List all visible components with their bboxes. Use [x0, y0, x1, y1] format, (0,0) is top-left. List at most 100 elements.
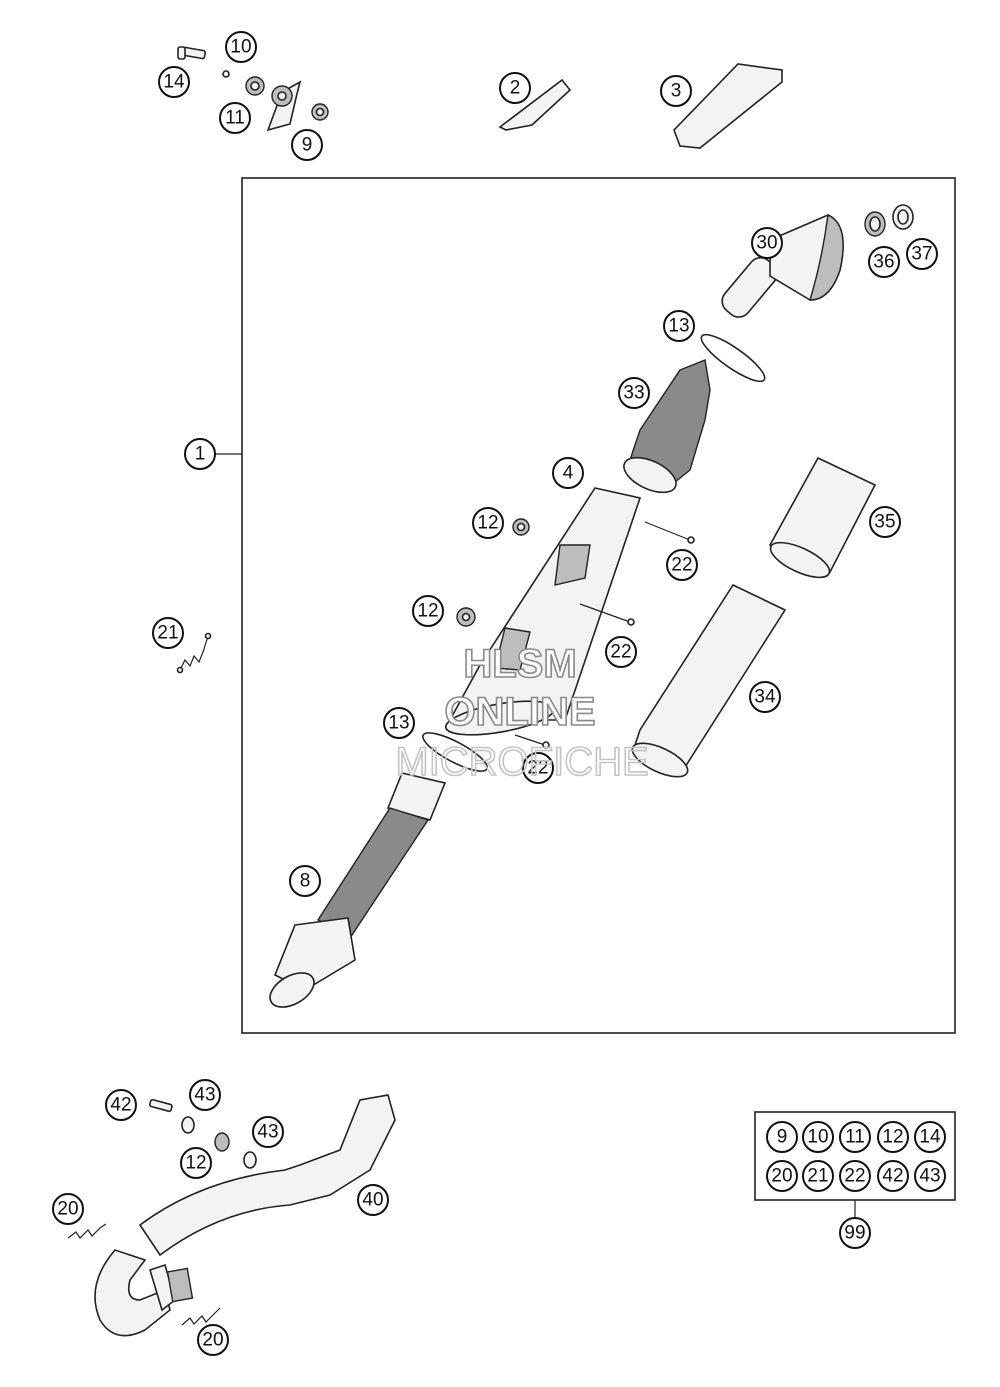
svg-text:35: 35 — [874, 512, 895, 533]
watermark: HLSM ONLINE MICROFICHE — [395, 641, 650, 785]
kit-item-43: 43 — [914, 1160, 946, 1192]
kit-item-10: 10 — [802, 1121, 834, 1153]
svg-text:43: 43 — [919, 1166, 940, 1187]
callout-11: 11 — [219, 102, 251, 134]
callout-12-upper: 12 — [472, 507, 504, 539]
svg-text:10: 10 — [807, 1127, 828, 1148]
gasket-upper — [700, 333, 766, 383]
callout-22-middle: 22 — [605, 636, 637, 668]
callout-9: 9 — [291, 129, 323, 161]
heat-shield-small — [498, 78, 572, 131]
svg-text:37: 37 — [911, 244, 932, 265]
screw-middle — [579, 603, 631, 623]
gasket-lower — [422, 732, 488, 772]
callout-20-lower: 20 — [197, 1324, 229, 1356]
svg-text:14: 14 — [163, 72, 185, 93]
callout-35: 35 — [869, 506, 901, 538]
perforated-insert-upper — [623, 359, 711, 494]
callout-8: 8 — [289, 865, 321, 897]
spring-header-upper — [67, 1223, 107, 1239]
callout-13-upper: 13 — [663, 310, 695, 342]
kit-item-20: 20 — [766, 1160, 798, 1192]
svg-text:43: 43 — [257, 1122, 278, 1143]
svg-text:12: 12 — [477, 513, 498, 534]
svg-text:40: 40 — [362, 1190, 383, 1211]
kit-item-11: 11 — [839, 1121, 871, 1153]
svg-text:9: 9 — [777, 1127, 788, 1148]
svg-text:11: 11 — [845, 1127, 865, 1148]
callout-12-middle: 12 — [412, 595, 444, 627]
svg-text:20: 20 — [202, 1330, 223, 1351]
svg-text:8: 8 — [300, 871, 311, 892]
screw-lower — [514, 734, 546, 746]
svg-text:21: 21 — [157, 623, 178, 644]
callout-43-lower: 43 — [252, 1116, 284, 1148]
svg-text:HLSM: HLSM — [463, 642, 576, 686]
svg-text:30: 30 — [756, 233, 777, 254]
callout-34: 34 — [749, 681, 781, 713]
kit-item-14: 14 — [914, 1121, 946, 1153]
svg-text:20: 20 — [771, 1166, 792, 1187]
callout-43-upper: 43 — [189, 1079, 221, 1111]
svg-text:MICROFICHE: MICROFICHE — [395, 740, 648, 784]
callout-2: 2 — [499, 72, 531, 104]
callout-10: 10 — [225, 31, 257, 63]
silencer-body — [444, 487, 642, 736]
callout-21-left: 21 — [152, 617, 184, 649]
callout-1: 1 — [184, 438, 216, 470]
callout-99: 99 — [839, 1217, 871, 1249]
svg-text:12: 12 — [882, 1127, 903, 1148]
washer-lower-b — [243, 1151, 257, 1169]
svg-text:42: 42 — [882, 1166, 903, 1187]
kit-item-21: 21 — [802, 1160, 834, 1192]
callout-22-lower: 22 — [522, 752, 554, 784]
svg-text:13: 13 — [388, 713, 409, 734]
svg-text:4: 4 — [563, 463, 574, 484]
svg-text:99: 99 — [844, 1223, 865, 1244]
callout-36: 36 — [868, 246, 900, 278]
perforated-tube-cone — [269, 772, 447, 1008]
svg-text:12: 12 — [417, 601, 438, 622]
svg-text:ONLINE: ONLINE — [444, 690, 595, 734]
svg-text:22: 22 — [844, 1166, 865, 1187]
screw-upper — [644, 521, 691, 541]
callout-12-lower: 12 — [180, 1147, 212, 1179]
nut-lower — [214, 1132, 230, 1152]
callout-40: 40 — [357, 1184, 389, 1216]
svg-text:36: 36 — [873, 252, 894, 273]
callout-13-lower: 13 — [383, 707, 415, 739]
svg-text:42: 42 — [110, 1095, 131, 1116]
callout-37: 37 — [906, 238, 938, 270]
svg-text:34: 34 — [754, 687, 776, 708]
kit-item-9: 9 — [766, 1121, 798, 1153]
kit-item-12: 12 — [877, 1121, 909, 1153]
callout-20-upper: 20 — [52, 1193, 84, 1225]
callout-33: 33 — [618, 377, 650, 409]
svg-text:14: 14 — [919, 1127, 941, 1148]
svg-text:43: 43 — [194, 1085, 215, 1106]
callout-22-upper: 22 — [666, 549, 698, 581]
callout-14: 14 — [158, 66, 190, 98]
header-pipe — [94, 1094, 396, 1337]
svg-text:2: 2 — [510, 78, 521, 99]
spring-header-lower — [181, 1307, 221, 1326]
kit-item-42: 42 — [877, 1160, 909, 1192]
svg-text:11: 11 — [225, 108, 245, 129]
svg-text:9: 9 — [302, 135, 313, 156]
svg-text:3: 3 — [671, 81, 682, 102]
svg-text:1: 1 — [195, 444, 206, 465]
svg-text:33: 33 — [623, 383, 644, 404]
svg-text:22: 22 — [610, 642, 631, 663]
bolt-lower — [148, 1098, 173, 1113]
heat-shield-large — [673, 63, 783, 149]
callout-42: 42 — [105, 1089, 137, 1121]
callout-3: 3 — [660, 75, 692, 107]
svg-text:21: 21 — [807, 1166, 828, 1187]
svg-text:12: 12 — [185, 1153, 206, 1174]
svg-text:22: 22 — [527, 758, 548, 779]
svg-text:20: 20 — [57, 1199, 78, 1220]
washer-lower-a — [181, 1116, 195, 1134]
svg-text:22: 22 — [671, 555, 692, 576]
callout-30: 30 — [751, 227, 783, 259]
